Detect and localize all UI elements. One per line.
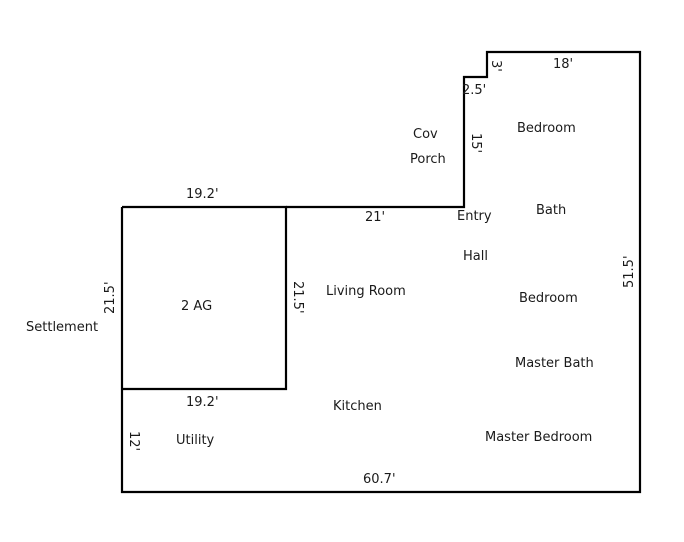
room-label-bedroom-1: Bedroom bbox=[517, 121, 576, 136]
room-label-master-bath: Master Bath bbox=[515, 356, 594, 371]
room-label-garage: 2 AG bbox=[181, 299, 212, 314]
room-label-entry: Entry bbox=[457, 209, 492, 224]
garage-wall bbox=[122, 205, 288, 391]
dimension-garage-right-21-5: 21.5' bbox=[290, 281, 305, 314]
dimension-bottom-60-7: 60.7' bbox=[363, 472, 396, 487]
dimension-left-12: 12' bbox=[126, 431, 141, 451]
dimension-porch-15: 15' bbox=[468, 133, 483, 153]
dimension-top-18: 18' bbox=[553, 57, 573, 72]
room-label-utility: Utility bbox=[176, 433, 215, 448]
room-label-bedroom-2: Bedroom bbox=[519, 291, 578, 306]
room-label-living-room: Living Room bbox=[326, 284, 406, 299]
dimension-garage-top-19-2: 19.2' bbox=[186, 187, 219, 202]
dimension-garage-left-21-5: 21.5' bbox=[103, 281, 118, 314]
room-label-porch: Porch bbox=[410, 152, 446, 167]
exterior-wall-outline bbox=[120, 50, 642, 494]
dimension-notch-2-5: 2.5' bbox=[462, 83, 486, 98]
room-label-bath: Bath bbox=[536, 203, 566, 218]
room-label-cov: Cov bbox=[413, 127, 438, 142]
dimension-porch-21: 21' bbox=[365, 210, 385, 225]
room-label-kitchen: Kitchen bbox=[333, 399, 382, 414]
dimension-notch-3: 3' bbox=[488, 60, 503, 72]
label-settlement: Settlement bbox=[26, 320, 98, 335]
room-label-hall: Hall bbox=[463, 249, 488, 264]
dimension-right-51-5: 51.5' bbox=[622, 255, 637, 288]
room-label-master-bedroom: Master Bedroom bbox=[485, 430, 592, 445]
dimension-garage-bottom-19-2: 19.2' bbox=[186, 395, 219, 410]
